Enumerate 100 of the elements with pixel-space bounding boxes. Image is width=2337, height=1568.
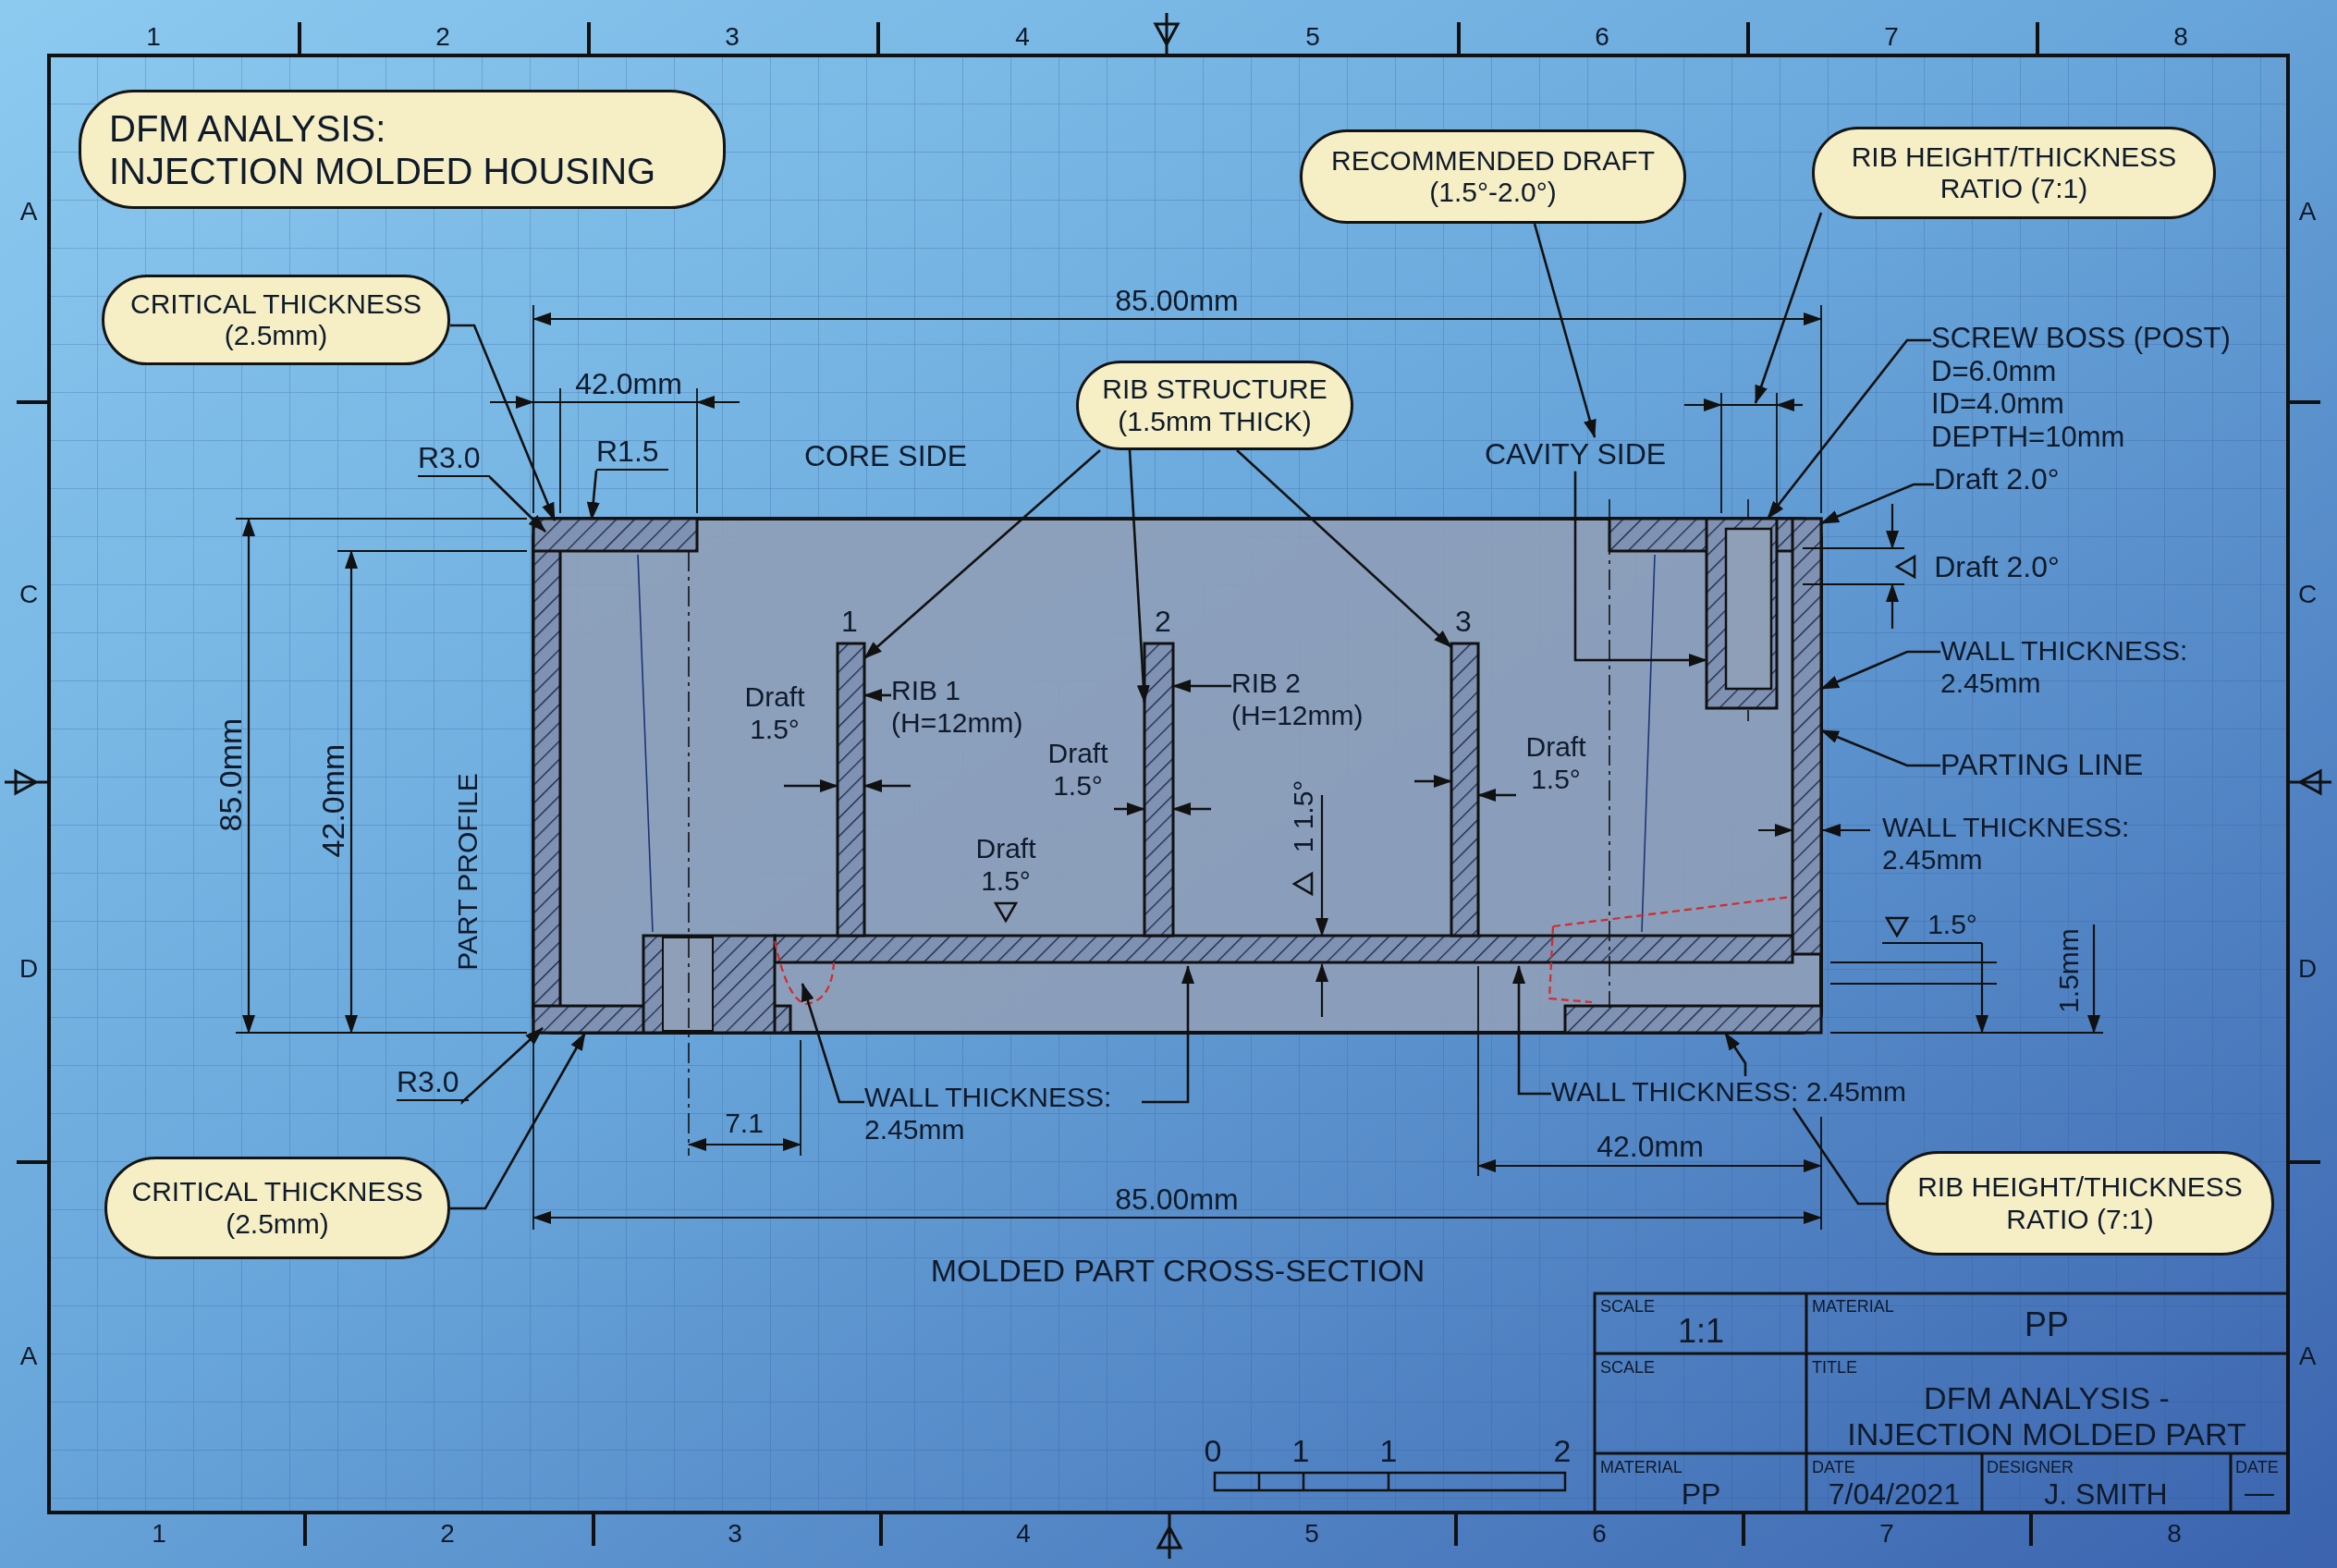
callout-text: CAVITY SIDE bbox=[1485, 437, 1667, 472]
column-number: 6 bbox=[1592, 1518, 1607, 1550]
dimension-text: 42.0mm bbox=[315, 743, 352, 858]
leader-line bbox=[1142, 965, 1194, 1104]
draft-note: 1 1.5° bbox=[1287, 779, 1319, 853]
field-label: DATE bbox=[1812, 1458, 1855, 1477]
field-label: SCALE bbox=[1600, 1297, 1656, 1317]
callout-text: WALL THICKNESS: 2.45mm bbox=[864, 1082, 1142, 1145]
leader-line bbox=[863, 779, 911, 792]
dimension-text: 1.5mm bbox=[2052, 928, 2085, 1013]
field-value: PP bbox=[1681, 1476, 1721, 1512]
row-letter: D bbox=[18, 953, 39, 985]
field-value: J. SMITH bbox=[2044, 1476, 2168, 1512]
dimension-text: 42.0mm bbox=[575, 366, 682, 401]
leader-line bbox=[450, 1032, 587, 1210]
leader-line bbox=[784, 779, 838, 792]
radius-label: R3.0 bbox=[397, 1065, 469, 1101]
leader-line bbox=[488, 475, 546, 533]
field-label: MATERIAL bbox=[1812, 1297, 1894, 1317]
dimension-text: 85.00mm bbox=[1115, 283, 1239, 318]
leader-line bbox=[801, 983, 864, 1104]
draft-note: Draft 1.5° bbox=[743, 680, 806, 745]
scale-number: 2 bbox=[1553, 1433, 1572, 1470]
field-value: 7/04/2021 bbox=[1828, 1476, 1961, 1512]
leader-line bbox=[1512, 965, 1551, 1096]
field-label: MATERIAL bbox=[1600, 1458, 1682, 1477]
leader-line bbox=[1114, 802, 1145, 815]
leader-line bbox=[1172, 802, 1211, 815]
column-number: 1 bbox=[146, 21, 161, 53]
callout-text: RIB 2 (H=12mm) bbox=[1231, 668, 1389, 731]
callout-bubble: RIB HEIGHT/THICKNESS RATIO (7:1) bbox=[1812, 127, 2216, 219]
leader-line bbox=[1766, 338, 1931, 520]
leader-line bbox=[1235, 448, 1452, 648]
column-number: 4 bbox=[1016, 1518, 1031, 1550]
field-value: — bbox=[2245, 1475, 2274, 1510]
draft-note: Draft 1.5° bbox=[974, 832, 1037, 897]
dimension-text: 7.1 bbox=[725, 1107, 764, 1140]
radius-label: R1.5 bbox=[596, 435, 668, 471]
leader-line bbox=[1172, 680, 1231, 692]
leader-line bbox=[460, 1027, 544, 1105]
column-number: 7 bbox=[1884, 21, 1899, 53]
dimension-text: 85.00mm bbox=[1115, 1182, 1239, 1217]
field-value: PP bbox=[2025, 1305, 2069, 1344]
row-letter: A bbox=[2298, 1341, 2317, 1372]
column-number: 3 bbox=[725, 21, 740, 53]
field-label: DATE bbox=[2235, 1458, 2279, 1477]
boss-spec-text: DEPTH=10mm bbox=[1931, 420, 2126, 454]
dimension-text: 42.0mm bbox=[1597, 1129, 1704, 1164]
leader-line bbox=[1820, 729, 1940, 767]
leader-line bbox=[1573, 471, 1707, 667]
leader-line bbox=[1792, 1107, 1886, 1206]
callout-text: PARTING LINE bbox=[1940, 748, 2144, 782]
callout-bubble: CRITICAL THICKNESS (2.5mm) bbox=[102, 275, 450, 365]
field-value: 1:1 bbox=[1678, 1312, 1724, 1351]
view-label: CORE SIDE bbox=[804, 438, 967, 473]
scale-number: 1 bbox=[1379, 1433, 1398, 1470]
rib bbox=[1143, 642, 1175, 937]
leader-line bbox=[1414, 775, 1452, 788]
row-letter: C bbox=[2297, 579, 2318, 610]
field-label: DESIGNER bbox=[1987, 1458, 2074, 1477]
draft-note: Draft 2.0° bbox=[1934, 549, 2060, 584]
drawing-caption: MOLDED PART CROSS-SECTION bbox=[930, 1253, 1425, 1290]
leader-line bbox=[1754, 211, 1823, 404]
draft-note: Draft 1.5° bbox=[1046, 737, 1109, 802]
boss-spec-text: ID=4.0mm bbox=[1931, 387, 2065, 421]
callout-text: WALL THICKNESS: 2.45mm bbox=[1940, 635, 2236, 699]
callout-text: WALL THICKNESS: 2.45mm bbox=[1551, 1076, 1906, 1109]
rib bbox=[836, 642, 866, 937]
row-letter: C bbox=[18, 579, 39, 610]
column-number: 5 bbox=[1305, 21, 1320, 53]
view-label: PART PROFILE bbox=[451, 773, 483, 971]
leader-line bbox=[1723, 1032, 1747, 1076]
draft-note: 1.5° bbox=[1927, 908, 1977, 941]
screw-boss bbox=[1705, 517, 1779, 710]
field-label: SCALE bbox=[1600, 1358, 1656, 1378]
column-number: 8 bbox=[2167, 1518, 2182, 1550]
leader-line bbox=[450, 324, 557, 521]
row-letter: A bbox=[19, 196, 38, 227]
callout-number: 2 bbox=[1155, 604, 1171, 639]
column-number: 2 bbox=[435, 21, 450, 53]
callout-bubble: RECOMMENDED DRAFT (1.5°-2.0°) bbox=[1300, 129, 1686, 224]
leader-line bbox=[1533, 222, 1597, 438]
leader-line bbox=[586, 470, 600, 521]
column-number: 3 bbox=[728, 1518, 742, 1550]
leader-line bbox=[863, 448, 1102, 659]
column-number: 1 bbox=[152, 1518, 166, 1550]
draft-note: Draft 1.5° bbox=[1524, 730, 1587, 795]
column-number: 6 bbox=[1595, 21, 1609, 53]
column-number: 7 bbox=[1879, 1518, 1894, 1550]
row-letter: A bbox=[19, 1341, 38, 1372]
callout-number: 1 bbox=[841, 604, 858, 639]
callout-text: Draft 2.0° bbox=[1934, 462, 2060, 496]
leader-line bbox=[1820, 650, 1940, 691]
column-number: 5 bbox=[1304, 1518, 1319, 1550]
boss-spec-text: D=6.0mm bbox=[1931, 354, 2058, 388]
callout-bubble: RIB HEIGHT/THICKNESS RATIO (7:1) bbox=[1886, 1151, 2274, 1256]
rib bbox=[1450, 642, 1480, 937]
dimension-text: 85.0mm bbox=[213, 717, 250, 832]
callout-bubble: RIB STRUCTURE (1.5mm THICK) bbox=[1076, 361, 1353, 450]
field-value: DFM ANALYSIS - INJECTION MOLDED PART bbox=[1846, 1379, 2247, 1453]
